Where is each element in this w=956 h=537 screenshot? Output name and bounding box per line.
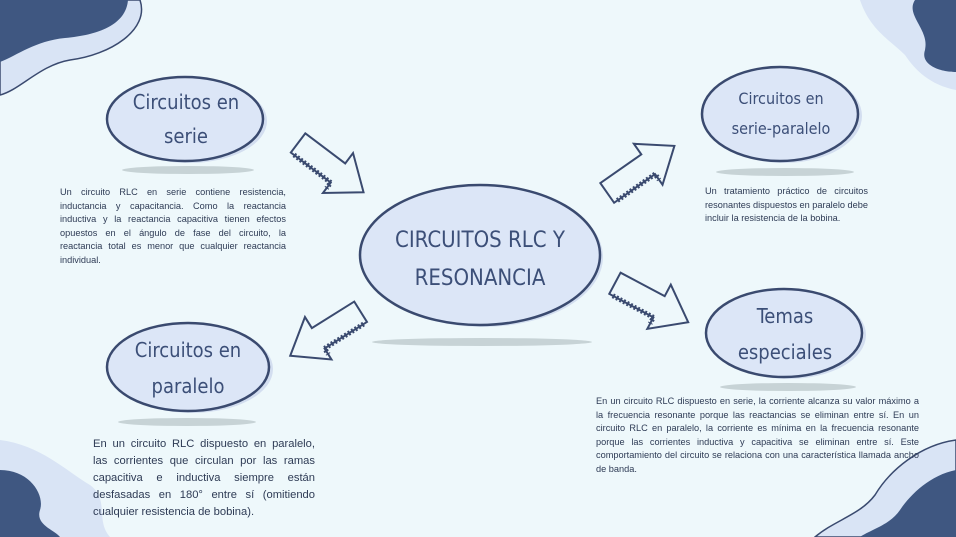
arrow-to-serie-paralelo-icon xyxy=(598,142,676,205)
center-title-line2: RESONANCIA xyxy=(414,266,546,291)
center-shadow xyxy=(372,338,592,346)
center-title-line1: CIRCUITOS RLC Y xyxy=(395,228,565,253)
serie-paralelo-title-line2: serie-paralelo xyxy=(731,119,831,138)
serie-title-line1: Circuitos en xyxy=(132,90,240,114)
serie-ellipse xyxy=(105,75,267,163)
serie-paralelo-ellipse xyxy=(700,65,862,163)
node-paralelo: Circuitos en paralelo xyxy=(112,326,264,410)
paralelo-ellipse xyxy=(105,321,273,413)
especiales-title-line1: Temas xyxy=(756,304,814,328)
especiales-title-line2: especiales xyxy=(737,340,833,364)
especiales-ellipse xyxy=(704,287,866,379)
especiales-description: En un circuito RLC dispuesto en serie, l… xyxy=(596,396,919,474)
paralelo-description: En un circuito RLC dispuesto en paralelo… xyxy=(93,438,315,518)
node-serie: Circuitos en serie xyxy=(115,78,257,160)
arrow-to-serie-icon xyxy=(289,131,365,195)
especiales-shadow xyxy=(720,383,856,391)
serie-description: Un circuito RLC en serie contiene resist… xyxy=(60,187,286,265)
paralelo-title-line1: Circuitos en xyxy=(134,338,242,362)
paralelo-title-line2: paralelo xyxy=(151,374,225,398)
arrow-to-especiales-icon xyxy=(607,271,690,331)
serie-paralelo-description: Un tratamiento práctico de circuitos res… xyxy=(705,186,868,224)
node-especiales: Temas especiales xyxy=(714,292,856,376)
serie-shadow xyxy=(122,166,254,174)
arrow-to-paralelo-icon xyxy=(288,300,369,361)
center-topic: CIRCUITOS RLC Y RESONANCIA xyxy=(370,215,590,305)
serie-title-line2: serie xyxy=(164,124,208,148)
paralelo-shadow xyxy=(118,418,256,426)
serie-paralelo-shadow xyxy=(716,168,854,176)
node-serie-paralelo: Circuitos en serie-paralelo xyxy=(708,74,854,154)
serie-paralelo-title-line1: Circuitos en xyxy=(738,89,824,108)
center-ellipse xyxy=(358,183,603,327)
